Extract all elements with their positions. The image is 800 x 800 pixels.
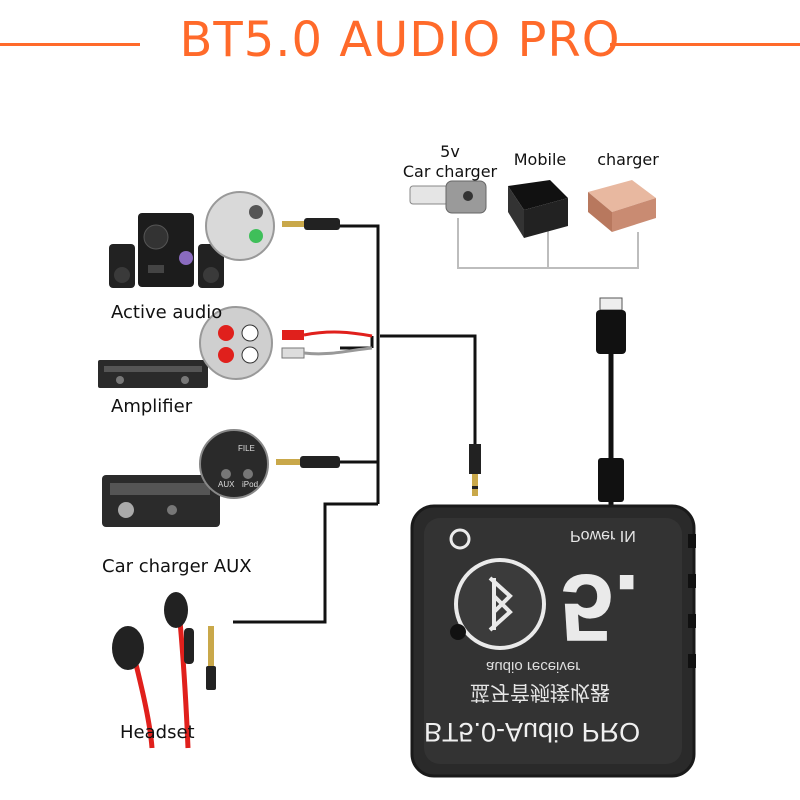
page-title: BT5.0 AUDIO PRO: [179, 12, 621, 68]
label-mobile: Mobile: [513, 150, 567, 169]
car-aux-device: [102, 475, 220, 527]
car-charger-device: [409, 180, 487, 214]
jack-label-ipod: iPod: [242, 480, 259, 489]
jack-label-file: FILE: [238, 444, 255, 453]
label-charger: charger: [597, 150, 659, 169]
label-active-audio: Active audio: [111, 302, 223, 323]
title-rule-right: [610, 43, 800, 46]
rca-cables: [281, 330, 373, 359]
title-rule-left: [0, 43, 140, 46]
powerbank-device: [588, 180, 656, 232]
amplifier-unit: [98, 360, 208, 388]
aux-plug-3: [276, 456, 340, 468]
label-car-charger: 5v Car charger: [402, 142, 498, 181]
active-audio-jack-closeup: [205, 191, 275, 261]
mobile-charger-device: [508, 180, 568, 238]
usb-power-cable: [596, 297, 626, 518]
power-distribution-lines: [457, 218, 639, 269]
module-chinese-text: 蓝牙音频接收器: [470, 681, 610, 703]
label-car-charger-aux: Car charger AUX: [102, 556, 252, 577]
active-audio-speakers: [109, 213, 224, 288]
aux-plug-1: [282, 218, 340, 230]
label-headset: Headset: [120, 722, 195, 743]
module-big-number: 5.: [560, 554, 641, 661]
rca-jack-closeup: [199, 306, 273, 380]
module-subtitle: audio receiver: [486, 658, 581, 675]
label-amplifier: Amplifier: [111, 396, 193, 417]
aux-port-closeup: [199, 429, 269, 499]
module-model: BT5.0-Audio PRO: [424, 717, 641, 747]
bt-audio-module: [410, 504, 696, 778]
module-power-in: Power IN: [570, 527, 636, 544]
jack-label-aux: AUX: [218, 480, 235, 489]
audio-cable-network: [233, 224, 477, 624]
headset: [112, 592, 216, 749]
aux-plug-module: [469, 444, 481, 496]
